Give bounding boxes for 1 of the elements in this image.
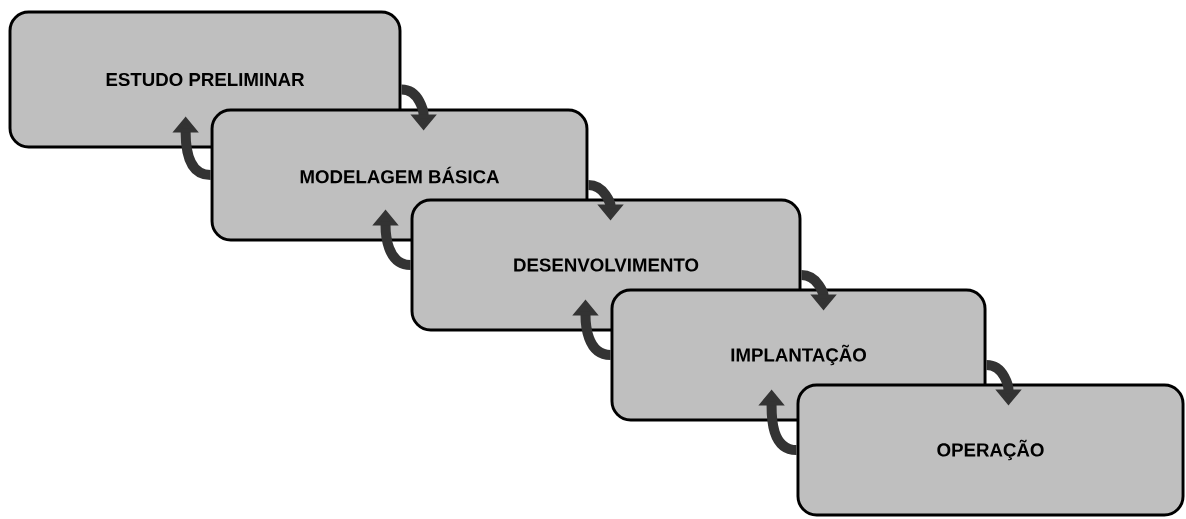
process-box: OPERAÇÃO (796, 383, 1185, 517)
